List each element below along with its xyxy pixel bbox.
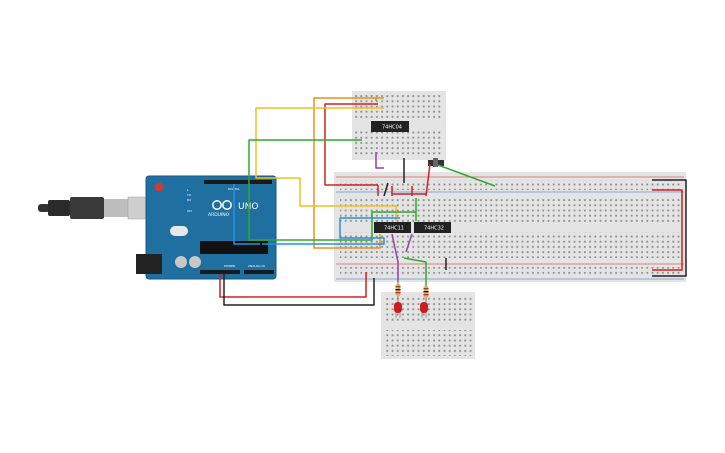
chip-74hc32-label: 74HC32 (424, 226, 444, 232)
wire-black[interactable] (383, 182, 389, 197)
wire-yellow[interactable] (255, 107, 397, 221)
usb-cable (38, 196, 161, 220)
wires (219, 97, 687, 306)
wire-red[interactable] (652, 189, 683, 271)
capacitor-icon (189, 256, 201, 268)
led-right[interactable] (420, 302, 428, 318)
on-label: ON (187, 209, 192, 213)
slide-switch[interactable] (428, 158, 444, 167)
model-label: UNO (238, 202, 258, 212)
breadboard-bottom[interactable] (381, 292, 475, 359)
chip-74hc32[interactable]: 74HC32 (414, 222, 451, 233)
wire-green[interactable] (248, 139, 416, 241)
wire-black[interactable] (223, 274, 375, 306)
wire-red[interactable] (219, 272, 367, 298)
led-left[interactable] (394, 302, 402, 318)
power-jack (136, 254, 162, 274)
analog-label: ANALOG IN (248, 264, 265, 268)
rx-label: RX (187, 198, 191, 202)
digital-header-right[interactable] (236, 180, 272, 184)
power-label: POWER (224, 264, 235, 268)
chip-74hc11[interactable]: 74HC11 (374, 222, 411, 233)
wire-green[interactable] (403, 257, 427, 286)
wire-blue[interactable] (233, 184, 260, 245)
wire-purple[interactable] (375, 152, 384, 169)
capacitor-icon (175, 256, 187, 268)
reset-button[interactable] (154, 182, 164, 192)
wire-black[interactable] (652, 179, 687, 277)
power-header[interactable] (200, 270, 240, 274)
brand-label: ARDUINO (208, 212, 230, 218)
analog-header[interactable] (244, 270, 274, 274)
crystal (170, 226, 188, 236)
wire-purple[interactable] (391, 233, 399, 282)
chip-74hc04[interactable]: 74HC04 (371, 121, 409, 132)
chip-74hc04-label: 74HC04 (382, 125, 402, 131)
wire-red[interactable] (324, 103, 378, 186)
arduino-logo-icon (212, 200, 232, 210)
wire-green[interactable] (437, 164, 496, 187)
resistor-left[interactable] (395, 280, 401, 302)
arduino-uno-board[interactable]: ARDUINO UNO POWER ANALOG IN DIGITAL TX R… (136, 175, 277, 280)
wire-purple[interactable] (405, 233, 413, 253)
wire-red[interactable] (425, 163, 431, 197)
wire-blue[interactable] (262, 217, 400, 245)
l-label: L (187, 188, 189, 192)
resistor-right[interactable] (423, 284, 429, 302)
tx-label: TX (186, 193, 191, 197)
chip-74hc11-label: 74HC11 (384, 226, 404, 232)
